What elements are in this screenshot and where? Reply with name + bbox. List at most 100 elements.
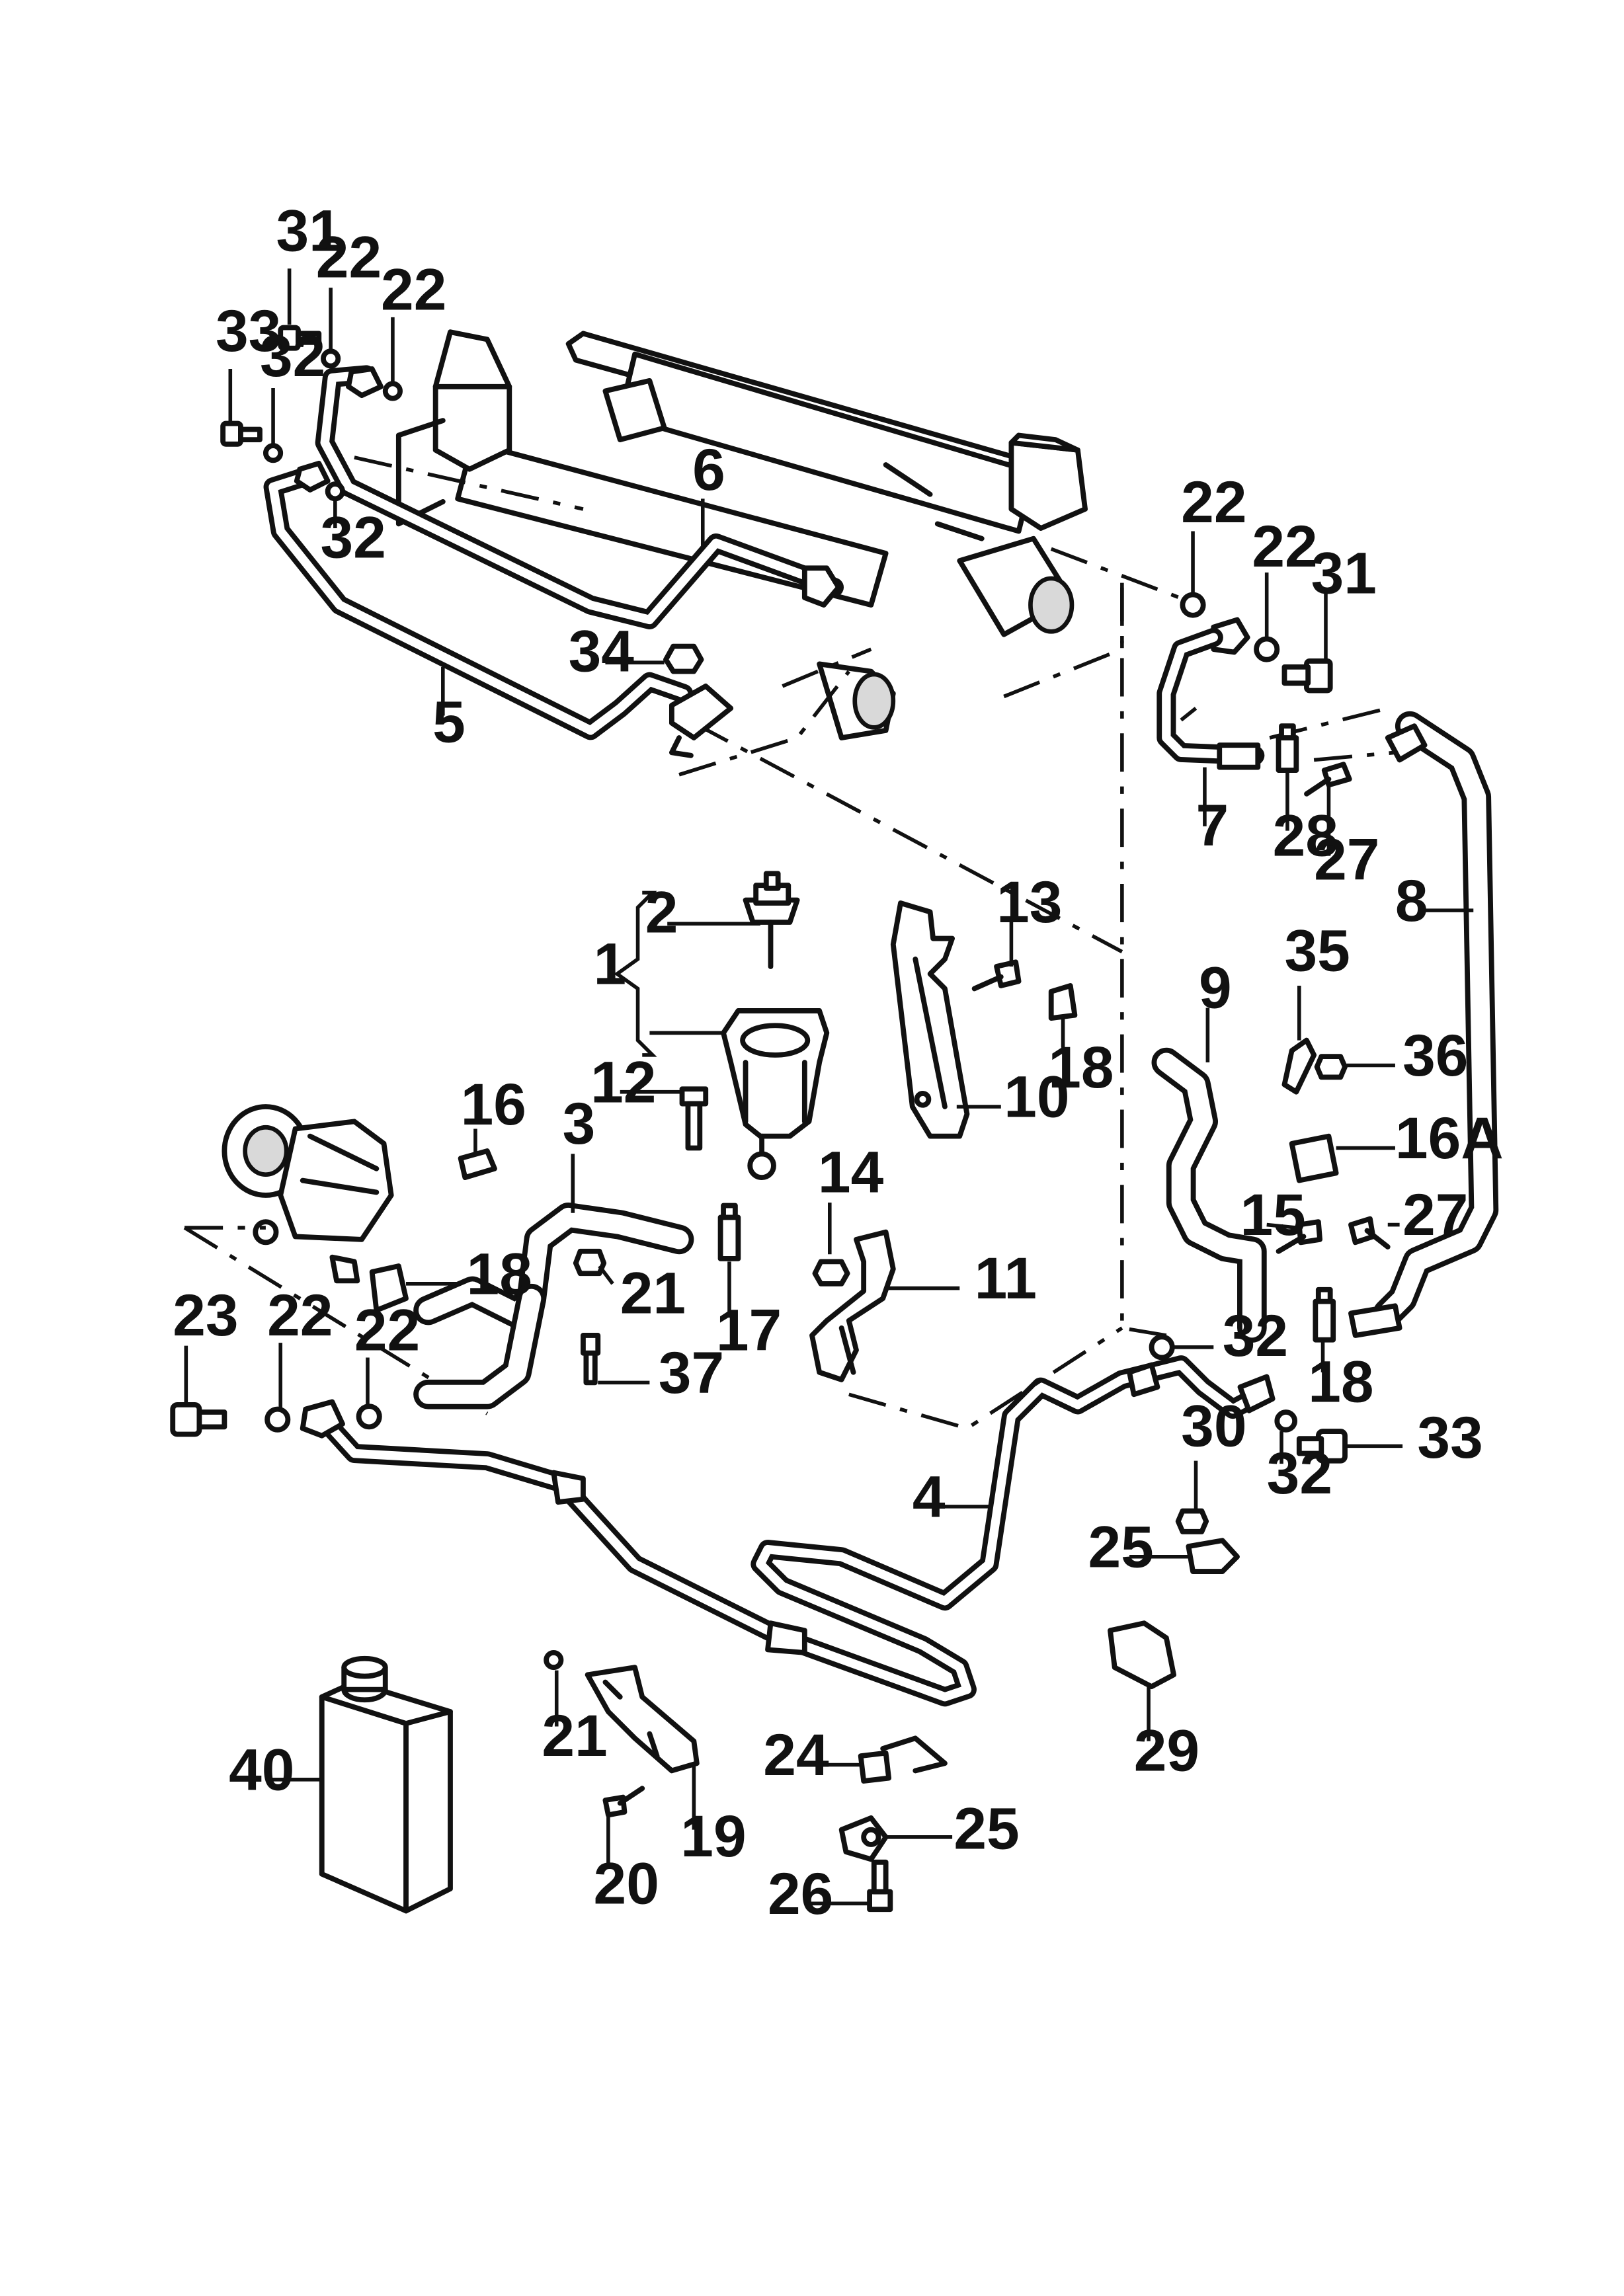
callout-35: 35 bbox=[1284, 918, 1350, 984]
callout-27a: 27 bbox=[1314, 826, 1379, 892]
callout-36: 36 bbox=[1402, 1022, 1468, 1088]
callout-19: 19 bbox=[680, 1803, 746, 1869]
callout-22d: 22 bbox=[1252, 513, 1317, 579]
callout-18c: 18 bbox=[1308, 1348, 1373, 1414]
callout-20: 20 bbox=[594, 1850, 659, 1916]
banjo-bolt-31b bbox=[1281, 658, 1333, 693]
bolt-37 bbox=[581, 1333, 601, 1386]
pipe-end bbox=[1348, 1303, 1402, 1338]
banjo-fitting-a bbox=[346, 366, 384, 399]
callout-32b: 32 bbox=[321, 504, 386, 571]
callout-32d: 32 bbox=[1267, 1440, 1332, 1506]
callout-4: 4 bbox=[913, 1464, 946, 1530]
grommet-25b bbox=[838, 1815, 889, 1862]
pipe-4 bbox=[315, 1355, 1276, 1707]
callout-18b: 18 bbox=[467, 1240, 532, 1306]
hose-9 bbox=[1151, 1047, 1267, 1343]
pipe-6 bbox=[315, 365, 844, 629]
banjo-fitting-b bbox=[294, 460, 331, 493]
fitting-28 bbox=[1276, 723, 1299, 773]
bracket-11 bbox=[809, 1229, 896, 1382]
washer-22b bbox=[382, 381, 403, 401]
hose-3-lower bbox=[413, 1283, 547, 1409]
banjo-bolt-31a bbox=[278, 325, 322, 351]
callout-8: 8 bbox=[1395, 867, 1428, 933]
pipe-7 bbox=[1157, 627, 1265, 770]
callout-25a: 25 bbox=[1088, 1513, 1154, 1579]
nut-34 bbox=[663, 643, 704, 674]
bolt-27b bbox=[1348, 1216, 1391, 1249]
callout-33a: 33 bbox=[216, 297, 281, 364]
clip-16a bbox=[1289, 1133, 1339, 1183]
washer-21b bbox=[544, 1649, 564, 1671]
bracket-35 bbox=[1281, 1037, 1317, 1095]
reservoir-1 bbox=[721, 1008, 830, 1181]
callout-22e: 22 bbox=[267, 1282, 333, 1348]
washer-32a bbox=[263, 443, 284, 463]
steering-rack bbox=[395, 329, 1088, 740]
callout-31a: 31 bbox=[276, 197, 342, 263]
clip-18a bbox=[1048, 983, 1078, 1021]
clip-24 bbox=[858, 1735, 948, 1784]
callout-5: 5 bbox=[432, 689, 466, 755]
nut-14 bbox=[812, 1259, 850, 1287]
callout-33b: 33 bbox=[1417, 1404, 1482, 1470]
callout-18a: 18 bbox=[1048, 1034, 1114, 1100]
callout-14: 14 bbox=[818, 1138, 884, 1205]
callout-2: 2 bbox=[645, 879, 678, 945]
callout-23: 23 bbox=[173, 1282, 238, 1348]
callout-7: 7 bbox=[1196, 792, 1229, 858]
reservoir-cap-2 bbox=[743, 871, 800, 969]
callout-9: 9 bbox=[1199, 954, 1232, 1020]
callout-24: 24 bbox=[763, 1722, 829, 1788]
banjo-bolt-23 bbox=[170, 1402, 227, 1437]
callout-32c: 32 bbox=[1223, 1302, 1288, 1368]
fluid-can-40 bbox=[319, 1655, 453, 1914]
callout-6: 6 bbox=[692, 436, 725, 502]
washer-32c bbox=[1149, 1334, 1175, 1361]
callout-27b: 27 bbox=[1402, 1181, 1468, 1247]
callout-37: 37 bbox=[659, 1339, 724, 1405]
callout-10: 10 bbox=[1004, 1064, 1069, 1130]
nut-21a bbox=[573, 1248, 607, 1277]
bolt-26 bbox=[867, 1859, 893, 1913]
callout-3: 3 bbox=[563, 1090, 596, 1156]
banjo-fitting-d bbox=[300, 1399, 345, 1439]
callout-16: 16 bbox=[461, 1071, 526, 1137]
callout-30: 30 bbox=[1181, 1392, 1246, 1458]
callout-21a: 21 bbox=[620, 1259, 686, 1326]
banjo-bolt-33b bbox=[1296, 1429, 1348, 1464]
bracket-10 bbox=[890, 900, 970, 1139]
hose-8 bbox=[1373, 711, 1499, 1328]
banjo-bolt-33a bbox=[220, 420, 263, 447]
bolt-13 bbox=[971, 959, 1022, 992]
hose-3 bbox=[413, 1203, 694, 1328]
callout-40: 40 bbox=[229, 1736, 294, 1802]
bolt-20 bbox=[602, 1786, 645, 1818]
washer-22c bbox=[1180, 592, 1206, 618]
cap-16 bbox=[458, 1148, 497, 1181]
callout-labels: 31 22 22 33 32 32 6 5 3 4 22 22 31 7 2 8 2… bbox=[173, 197, 1504, 1926]
bolt-15 bbox=[1276, 1219, 1322, 1254]
callout-31b: 31 bbox=[1311, 539, 1377, 606]
pipe-5 bbox=[263, 465, 734, 758]
fitting-17 bbox=[717, 1203, 741, 1261]
leader-lines bbox=[184, 268, 1474, 1906]
callout-22c: 22 bbox=[1181, 469, 1246, 535]
nut-36 bbox=[1314, 1054, 1348, 1080]
callout-22a: 22 bbox=[316, 224, 382, 290]
callout-17: 17 bbox=[716, 1296, 782, 1363]
callout-26: 26 bbox=[768, 1860, 833, 1926]
callout-11: 11 bbox=[975, 1245, 1037, 1311]
callout-12: 12 bbox=[590, 1049, 656, 1115]
bolt-12 bbox=[679, 1086, 709, 1151]
callout-1: 1 bbox=[594, 931, 627, 997]
callout-13: 13 bbox=[996, 869, 1062, 935]
steering-pump bbox=[222, 1104, 394, 1284]
clip-18b bbox=[369, 1263, 409, 1313]
callout-25b: 25 bbox=[954, 1796, 1019, 1862]
bush-29 bbox=[1108, 1620, 1176, 1690]
grommet-25a bbox=[1186, 1538, 1240, 1574]
washer-22e bbox=[264, 1406, 291, 1433]
